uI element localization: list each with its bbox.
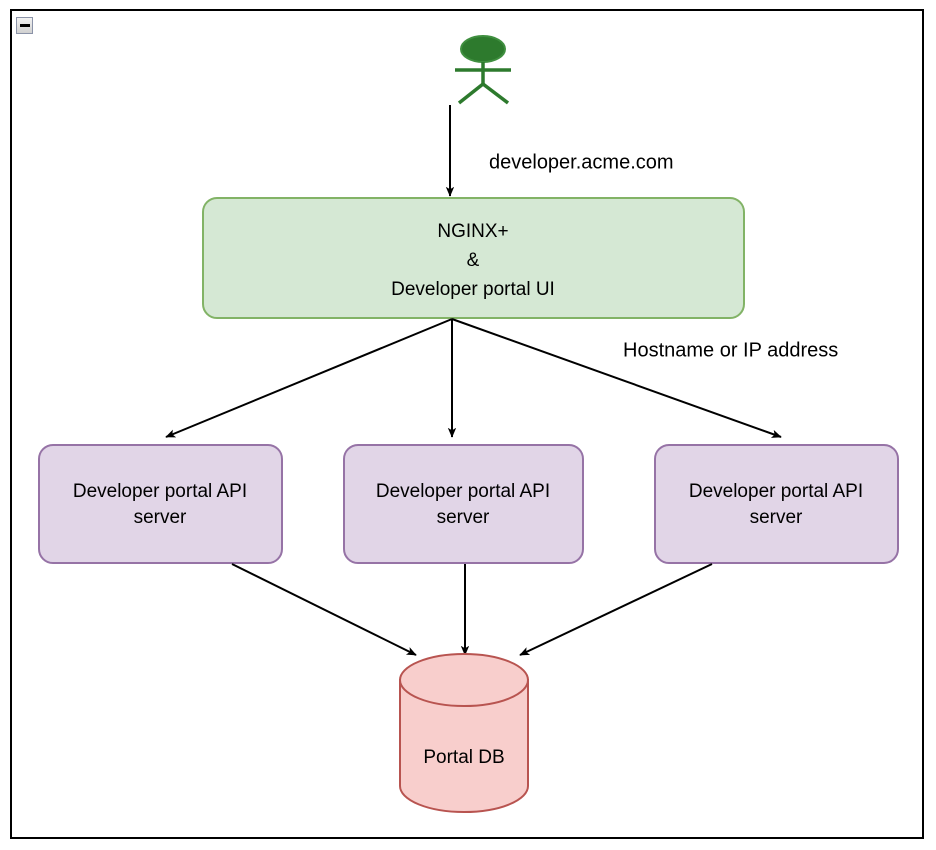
gateway-box[interactable] — [202, 197, 745, 319]
edge-api-3-to-db — [519, 563, 713, 656]
minus-icon[interactable] — [16, 17, 33, 34]
node-database[interactable]: Portal DB — [399, 653, 529, 813]
api-server-1-box[interactable] — [38, 444, 283, 564]
edge-api-1-to-db — [231, 563, 417, 656]
gateway-label-line1: NGINX+ — [437, 221, 508, 242]
actor-head-icon — [460, 35, 506, 63]
database-top-ellipse[interactable] — [399, 653, 529, 707]
user-actor — [455, 35, 511, 105]
api-server-3-label-line1: Developer portal API — [689, 481, 863, 502]
edge-label-actor-to-gateway: developer.acme.com — [489, 151, 674, 173]
node-api-server-1[interactable]: Developer portal API server — [38, 444, 283, 564]
edge-gateway-to-api-1 — [165, 318, 453, 438]
minus-icon-bar — [19, 24, 30, 27]
api-server-3-label-line2: server — [750, 507, 803, 528]
gateway-label-line2: & — [467, 250, 480, 271]
node-api-server-2[interactable]: Developer portal API server — [343, 444, 584, 564]
api-server-2-label-line2: server — [437, 507, 490, 528]
actor-leg-right — [481, 82, 510, 105]
edge-gateway-to-api-3 — [451, 318, 782, 438]
api-server-1-label-line2: server — [134, 507, 187, 528]
actor-leg-left — [457, 82, 485, 105]
database-label: Portal DB — [423, 747, 504, 768]
node-gateway[interactable]: NGINX+ & Developer portal UI — [202, 197, 745, 319]
api-server-2-box[interactable] — [343, 444, 584, 564]
api-server-3-box[interactable] — [654, 444, 899, 564]
gateway-label-line3: Developer portal UI — [391, 279, 555, 300]
edge-label-gateway-to-api: Hostname or IP address — [623, 339, 838, 361]
api-server-1-label-line1: Developer portal API — [73, 481, 247, 502]
database-body[interactable] — [399, 679, 529, 813]
node-api-server-3[interactable]: Developer portal API server — [654, 444, 899, 564]
api-server-2-label-line1: Developer portal API — [376, 481, 550, 502]
